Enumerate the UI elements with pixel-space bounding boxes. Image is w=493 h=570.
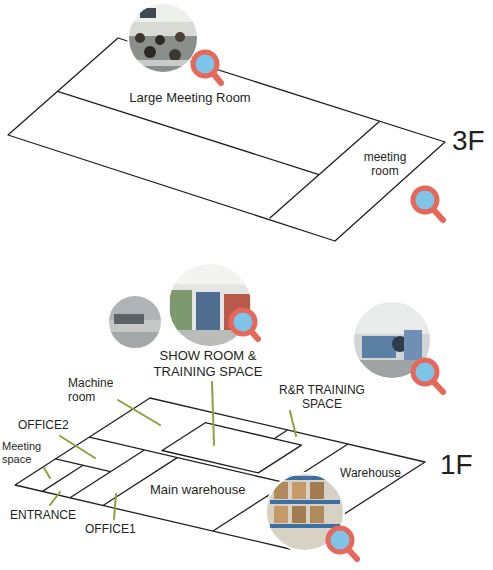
room-label: R&R TRAINING SPACE (272, 383, 372, 412)
room-label: OFFICE1 (85, 522, 136, 536)
room-label: OFFICE2 (18, 418, 69, 432)
room-label: Large Meeting Room (129, 90, 250, 106)
photo-showroom (165, 260, 255, 355)
room-label: meeting room (359, 150, 411, 179)
floor-label: 1F (440, 448, 473, 482)
room-label: SHOW ROOM & TRAINING SPACE (151, 348, 265, 379)
room-label: Meeting space (2, 440, 48, 466)
photo-machine-room (100, 290, 170, 360)
floor-1f-outline (15, 398, 425, 549)
room-label: ENTRANCE (10, 508, 76, 522)
room-label: Main warehouse (150, 482, 245, 498)
floor-3f-outline (8, 38, 445, 241)
floor-label: 3F (452, 124, 485, 158)
room-label: Warehouse (340, 466, 401, 480)
room-label: Machine room (68, 376, 124, 405)
